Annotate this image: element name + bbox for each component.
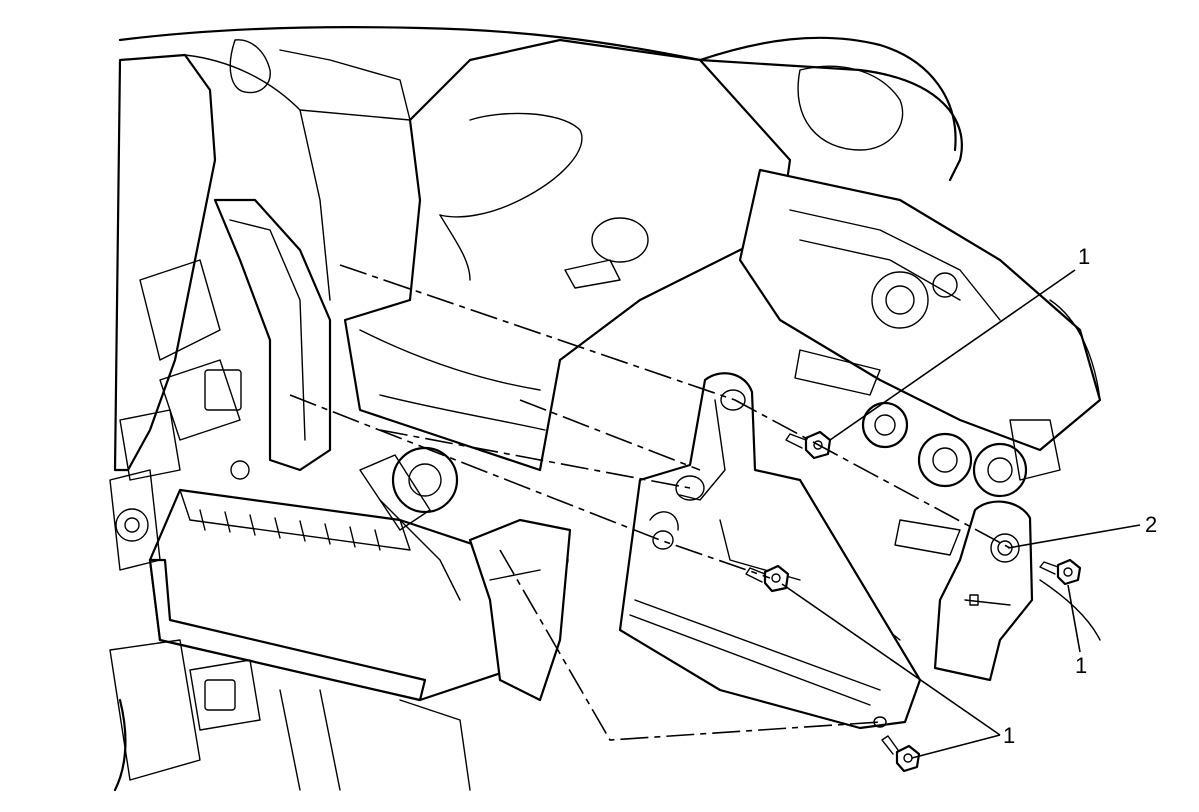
bolt-bottom: [881, 735, 921, 773]
callout-label-2: 2: [1145, 512, 1157, 537]
electronic-module: [109, 469, 522, 792]
callout-label-1-right: 1: [1075, 653, 1087, 678]
alignment-lines: [289, 264, 1011, 741]
support-bracket: [468, 518, 572, 702]
bolt-right: [1039, 558, 1082, 586]
leader-lines: [781, 269, 1141, 759]
dashboard-structure: [113, 26, 1102, 641]
callout-label-1-bottom: 1: [1003, 723, 1015, 748]
gear-detail: [230, 446, 569, 601]
main-mounting-bracket: [618, 372, 922, 730]
callout-label-1-top: 1: [1078, 244, 1090, 269]
bolt-top: [785, 430, 832, 460]
